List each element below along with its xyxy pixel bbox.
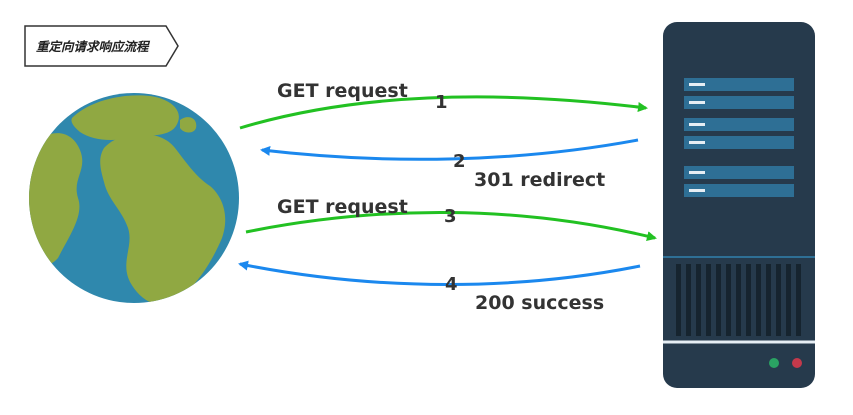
- globe-land: [29, 95, 226, 303]
- step-number-3: 3: [444, 206, 457, 227]
- server-vents: [676, 264, 801, 336]
- globe-icon: [29, 93, 239, 303]
- step-number-1: 1: [435, 92, 448, 113]
- server-icon: [663, 22, 815, 388]
- arrow-step-2: [260, 138, 639, 161]
- step-number-4: 4: [445, 274, 458, 295]
- arrow-step-4: [238, 260, 641, 286]
- server-led-green: [769, 358, 779, 368]
- title-tag: 重定向请求响应流程: [24, 25, 179, 67]
- server-led-red: [792, 358, 802, 368]
- server-slots: [684, 78, 794, 197]
- step-label-1: GET request: [277, 80, 408, 102]
- title-tag-shape: [24, 25, 179, 67]
- step-number-2: 2: [453, 151, 466, 172]
- title-tag-text: 重定向请求响应流程: [36, 39, 151, 54]
- arrow-step-1: [239, 95, 648, 130]
- step-label-3: GET request: [277, 196, 408, 218]
- arrow-step-3: [245, 210, 657, 241]
- step-label-2: 301 redirect: [474, 169, 605, 191]
- step-label-4: 200 success: [475, 292, 604, 314]
